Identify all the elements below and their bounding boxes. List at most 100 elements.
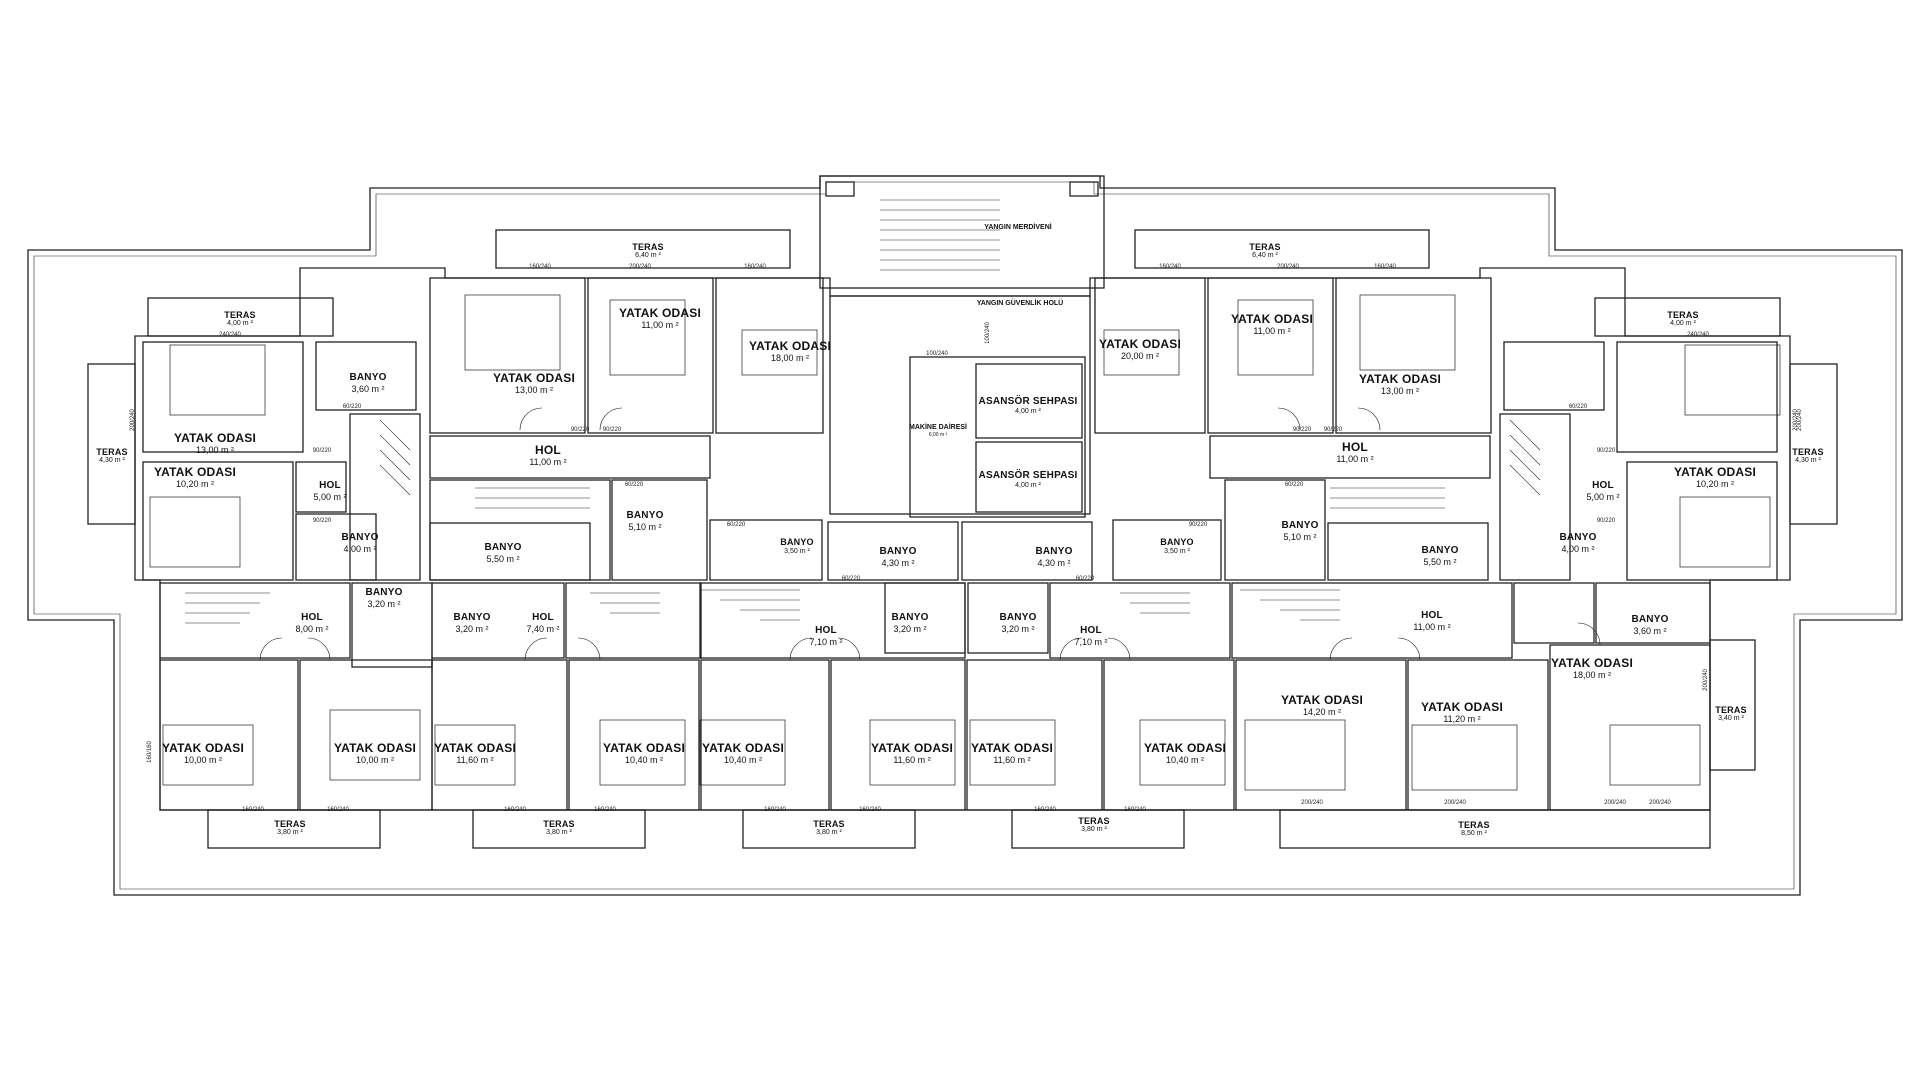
terrace-upper-left [147, 297, 334, 337]
inner-boundary [33, 181, 1897, 890]
door-label: 160/240 [1159, 264, 1181, 270]
door-label: 90/220 [1596, 448, 1616, 454]
room-area: 10,20 m ² [175, 479, 215, 489]
terrace-left-side [87, 363, 136, 525]
door-label: 90/220 [1188, 522, 1208, 528]
door-label: 90/220 [312, 448, 332, 454]
room-area: 18,00 m ² [1572, 670, 1612, 680]
room-name: HOL [815, 625, 837, 636]
room-area: 4,00 m ² [343, 544, 377, 554]
room-name: TERAS [813, 819, 845, 829]
door-label: 200/240 [1703, 669, 1709, 691]
room-area: 3,20 m ² [893, 624, 927, 634]
door-label: 200/240 [1649, 800, 1671, 806]
door-label: 200/240 [1604, 800, 1626, 806]
room-area: 6,00 m ² [928, 432, 948, 438]
room-name: HOL [532, 612, 554, 623]
room-name: HOL [1342, 440, 1368, 454]
room-area: 5,00 m ² [313, 492, 347, 502]
room-name: BANYO [780, 537, 814, 547]
room-area: 3,20 m ² [1001, 624, 1035, 634]
door-label: 160/240 [242, 807, 264, 813]
room-name: BANYO [365, 587, 403, 598]
room-name: HOL [1080, 625, 1102, 636]
door-label: 90/220 [1323, 427, 1343, 433]
room-name: BANYO [626, 510, 664, 521]
room-name: YATAK ODASI [1674, 465, 1756, 479]
room-area: 8,00 m ² [295, 624, 329, 634]
door-label: 90/220 [1596, 518, 1616, 524]
room-name: HOL [1421, 610, 1443, 621]
core [829, 295, 1091, 515]
room-name: HOL [319, 480, 341, 491]
room-name: ASANSÖR SEHPASI [978, 396, 1078, 407]
door-label: 240/240 [1687, 332, 1709, 338]
room-name: BANYO [453, 612, 491, 623]
room-name: BANYO [1160, 537, 1194, 547]
room-area: 4,30 m ² [1037, 558, 1071, 568]
room-name: BANYO [1035, 546, 1073, 557]
room-name: BANYO [879, 546, 917, 557]
room-name: YATAK ODASI [334, 741, 416, 755]
door-label: 200/240 [1277, 264, 1299, 270]
room-area: 11,00 m ² [1253, 326, 1291, 336]
room-name: TERAS [96, 447, 128, 457]
door-label: 200/240 [1301, 800, 1323, 806]
room-name: YATAK ODASI [702, 741, 784, 755]
room-area: 7,10 m ² [1074, 637, 1108, 647]
room-area: 7,10 m ² [809, 637, 843, 647]
room-area: 11,00 m ² [529, 457, 567, 467]
room-area: 11,20 m ² [1443, 714, 1481, 724]
room-area: 4,00 m ² [227, 320, 253, 327]
room-area: 5,00 m ² [1586, 492, 1620, 502]
room-area: 10,20 m ² [1695, 479, 1735, 489]
door-label: 160/240 [1124, 807, 1146, 813]
room-area: 5,10 m ² [1283, 532, 1317, 542]
room-name: YATAK ODASI [434, 741, 516, 755]
room-area: 13,00 m ² [195, 445, 235, 455]
room-name: YATAK ODASI [619, 306, 701, 320]
door-label: 100/240 [926, 351, 948, 357]
door-label: 160/240 [1374, 264, 1396, 270]
room-area: 11,60 m ² [993, 755, 1031, 765]
room-name: BANYO [341, 532, 379, 543]
room-name-yangin-merdiveni: YANGIN MERDİVENİ [984, 224, 1052, 231]
room-area: 4,30 m ² [1795, 457, 1821, 464]
room-name: TERAS [1792, 447, 1824, 457]
room-area: 4,00 m ² [1015, 482, 1041, 489]
terrace-right-side [1789, 363, 1838, 525]
door-label: 60/220 [342, 404, 362, 410]
door-label: 60/220 [726, 522, 746, 528]
room-name: HOL [301, 612, 323, 623]
door-label: 90/220 [570, 427, 590, 433]
terrace-bottom-5 [1279, 809, 1711, 849]
door-label: 240/240 [219, 332, 241, 338]
door-label: 200/240 [1444, 800, 1466, 806]
room-area: 3,80 m ² [277, 829, 303, 836]
room-area: 11,00 m ² [1413, 622, 1451, 632]
door-label: 160/160 [147, 741, 153, 763]
door-label: 60/220 [1075, 576, 1095, 582]
room-area: 3,80 m ² [1081, 826, 1107, 833]
room-name: ASANSÖR SEHPASI [978, 470, 1078, 481]
door-label: 160/240 [327, 807, 349, 813]
door-label: 160/240 [764, 807, 786, 813]
room-area: 10,40 m ² [723, 755, 763, 765]
door-label: 200/240 [130, 409, 136, 431]
room-name: YATAK ODASI [493, 371, 575, 385]
door-label: 60/220 [1284, 482, 1304, 488]
room-area: 3,50 m ² [1164, 548, 1190, 555]
room-name: BANYO [1559, 532, 1597, 543]
room-area: 10,00 m ² [183, 755, 223, 765]
door-label: 90/220 [312, 518, 332, 524]
room-area: 4,00 m ² [1561, 544, 1595, 554]
door-label: 90/220 [1292, 427, 1312, 433]
door-label: 160/240 [504, 807, 526, 813]
room-area: 5,50 m ² [486, 554, 520, 564]
stair-tower [819, 175, 1105, 289]
room-area: 5,50 m ² [1423, 557, 1457, 567]
room-area: 6,40 m ² [1252, 252, 1278, 259]
room-area: 3,50 m ² [784, 548, 810, 555]
door-label: 160/240 [859, 807, 881, 813]
